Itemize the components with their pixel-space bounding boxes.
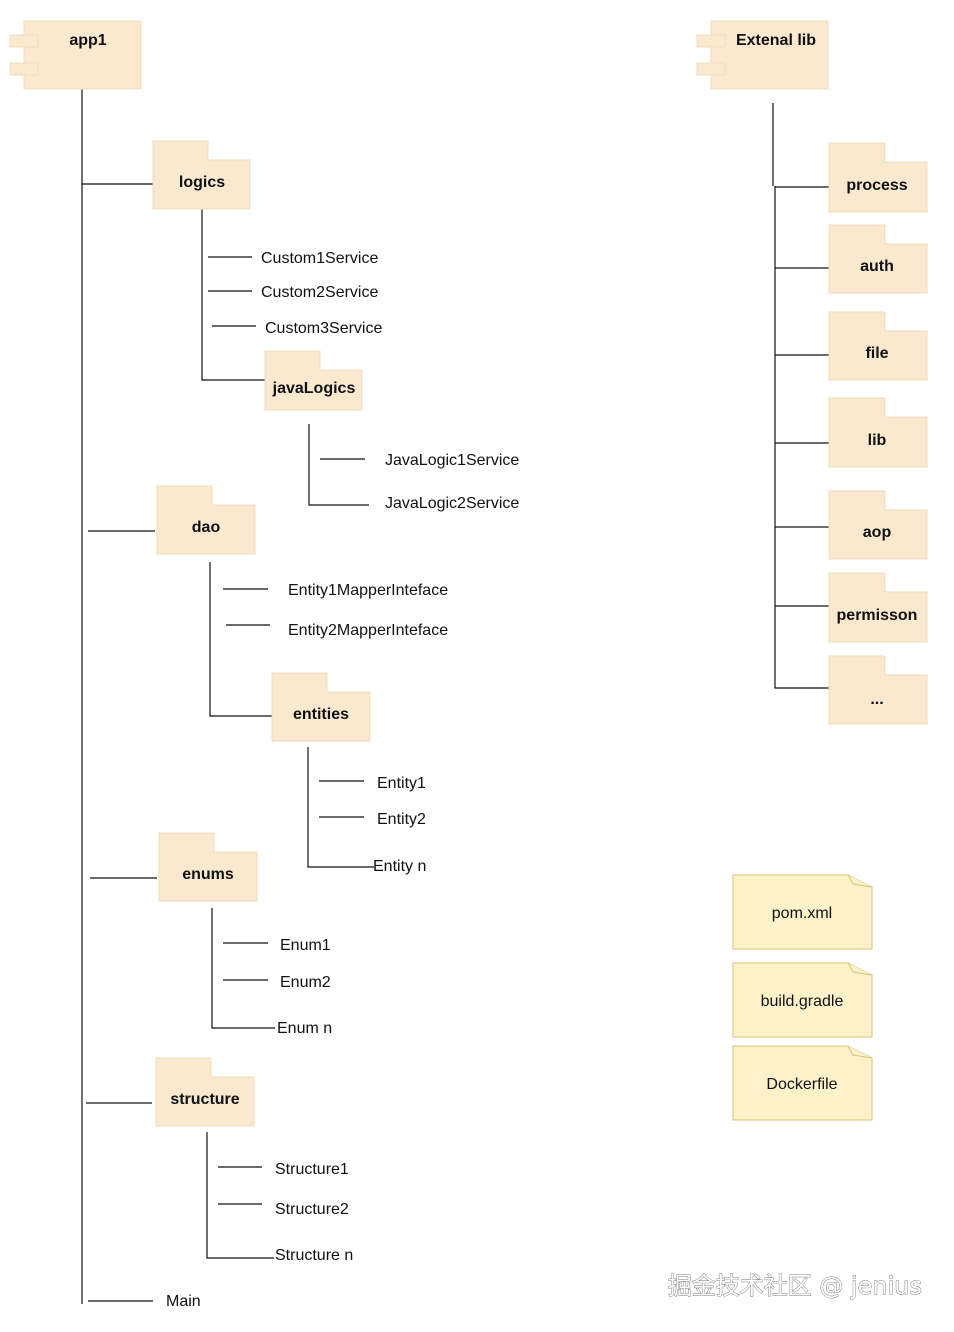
folder-icon [156, 485, 256, 555]
folder-icon [155, 1057, 255, 1127]
file-label: JavaLogic1Service [385, 452, 519, 469]
folder-icon [828, 311, 928, 381]
folder-label: logics [179, 174, 225, 191]
folder-label: structure [170, 1091, 239, 1108]
note-dockerfile: Dockerfile [732, 1045, 873, 1121]
note-build-gradle: build.gradle [732, 962, 873, 1038]
file-label: Custom1Service [261, 250, 378, 267]
lib-folder-label: auth [860, 258, 894, 275]
file-label: Enum n [277, 1020, 332, 1037]
lib-folder-more: ... [828, 655, 928, 725]
file-label: Entity1MapperInteface [288, 582, 448, 599]
file-labels: Custom1Service Custom2Service Custom3Ser… [166, 250, 519, 1310]
folder-label: entities [293, 706, 349, 723]
file-label: Entity1 [377, 775, 426, 792]
folder-label: enums [182, 866, 234, 883]
folder-icon [828, 397, 928, 468]
lib-folder-label: file [865, 345, 888, 362]
lib-folder-lib: lib [828, 397, 928, 468]
folder-javalogics: javaLogics [264, 350, 363, 411]
file-label: Entity2 [377, 811, 426, 828]
folder-label: dao [192, 519, 221, 536]
folder-icon [152, 140, 251, 210]
note-icon [732, 874, 873, 950]
file-label: Custom3Service [265, 320, 382, 337]
folder-entities: entities [271, 672, 371, 742]
file-label: Structure1 [275, 1161, 349, 1178]
connector-lines [81, 88, 829, 1304]
lib-folder-auth: auth [828, 224, 928, 294]
file-label: Main [166, 1293, 201, 1310]
component-icon [9, 20, 142, 90]
folder-icon [828, 655, 928, 725]
watermark: 掘金技术社区 @ jenius [668, 1272, 922, 1300]
lib-folder-label: lib [868, 432, 887, 449]
external-lib-component: Extenal lib [696, 20, 829, 90]
folder-enums: enums [158, 832, 258, 902]
app1-label: app1 [69, 32, 106, 49]
lib-folder-process: process [828, 142, 928, 213]
folder-icon [264, 350, 363, 411]
folder-icon [271, 672, 371, 742]
folder-icon [828, 142, 928, 213]
file-label: Enum2 [280, 974, 331, 991]
folder-icon [828, 224, 928, 294]
lib-folder-label: permisson [837, 607, 918, 624]
folder-dao: dao [156, 485, 256, 555]
folder-icon [828, 490, 928, 560]
note-pom-xml: pom.xml [732, 874, 873, 950]
lib-folder-label: aop [863, 524, 892, 541]
lib-folder-label: ... [870, 691, 883, 708]
lib-folder-label: process [846, 177, 907, 194]
file-label: Enum1 [280, 937, 331, 954]
note-icon [732, 962, 873, 1038]
lib-folder-permisson: permisson [828, 572, 928, 643]
note-label: build.gradle [761, 993, 844, 1010]
lib-folder-file: file [828, 311, 928, 381]
folder-label: javaLogics [272, 380, 356, 397]
file-label: Structure n [275, 1247, 353, 1264]
folder-logics: logics [152, 140, 251, 210]
file-label: Custom2Service [261, 284, 378, 301]
lib-folder-aop: aop [828, 490, 928, 560]
folder-icon [828, 572, 928, 643]
file-label: JavaLogic2Service [385, 495, 519, 512]
external-lib-label: Extenal lib [736, 32, 816, 49]
note-icon [732, 1045, 873, 1121]
file-label: Structure2 [275, 1201, 349, 1218]
file-label: Entity2MapperInteface [288, 622, 448, 639]
app1-component: app1 [9, 20, 142, 90]
file-label: Entity n [373, 858, 426, 875]
component-icon [696, 20, 829, 90]
folder-icon [158, 832, 258, 902]
folder-structure: structure [155, 1057, 255, 1127]
note-label: pom.xml [772, 905, 832, 922]
note-label: Dockerfile [766, 1076, 837, 1093]
